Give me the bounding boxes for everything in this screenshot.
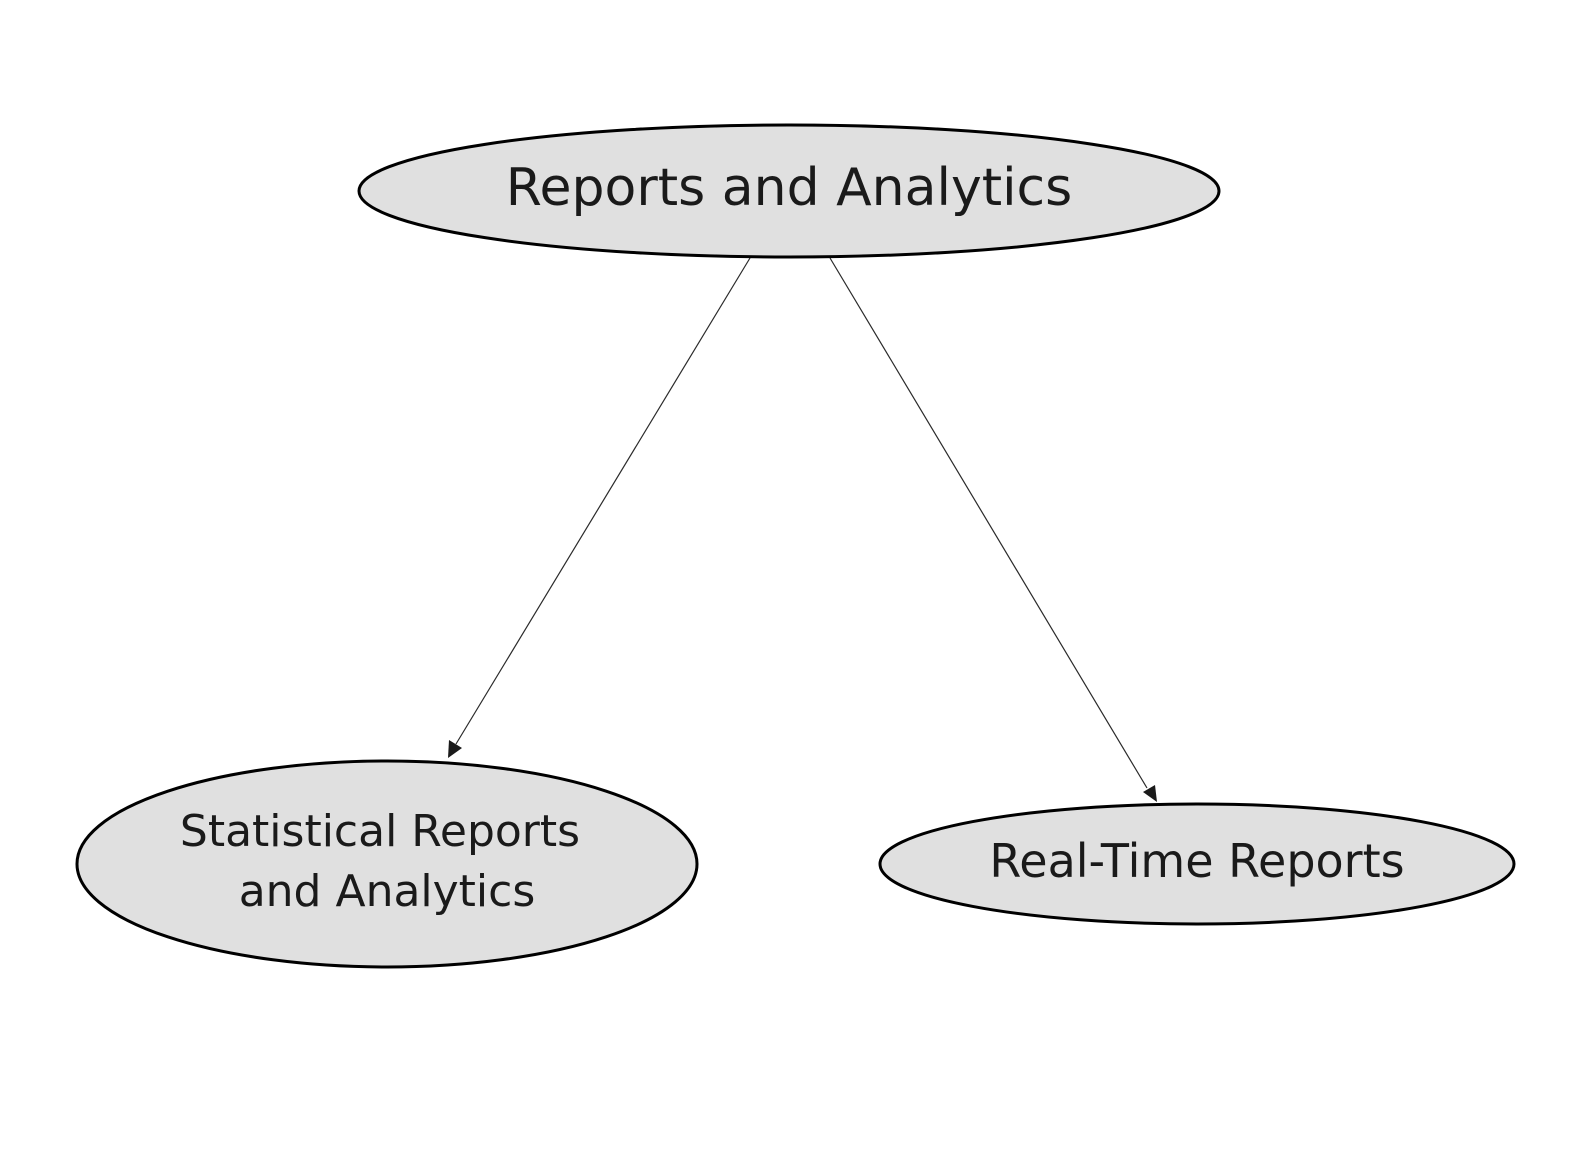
node-real-time-reports-shape [878,802,1516,926]
edge-line-root-realtime [829,257,1148,789]
node-statistical-reports-label: Statistical Reports and Analytics [180,806,594,917]
arrowhead-realtime [1143,785,1157,802]
node-label-line: and Analytics [239,866,536,917]
edge-root-to-realtime [829,257,1157,802]
arrowhead-statistical [448,740,462,758]
edge-root-to-statistical [448,257,751,758]
node-label-line: Statistical Reports [180,806,580,857]
node-statistical-reports: Statistical Reports and Analytics [75,759,699,969]
node-reports-and-analytics-label: Reports and Analytics [506,158,1073,218]
node-label-line: Reports and Analytics [506,158,1073,218]
node-label-line: Real-Time Reports [989,834,1404,888]
node-reports-and-analytics-shape [357,123,1221,259]
node-reports-and-analytics: Reports and Analytics [357,123,1221,259]
node-real-time-reports-label: Real-Time Reports [989,834,1404,888]
node-real-time-reports: Real-Time Reports [878,802,1516,926]
node-statistical-reports-shape [75,759,699,969]
edge-line-root-statistical [455,257,751,745]
diagram-edges [448,257,1157,802]
